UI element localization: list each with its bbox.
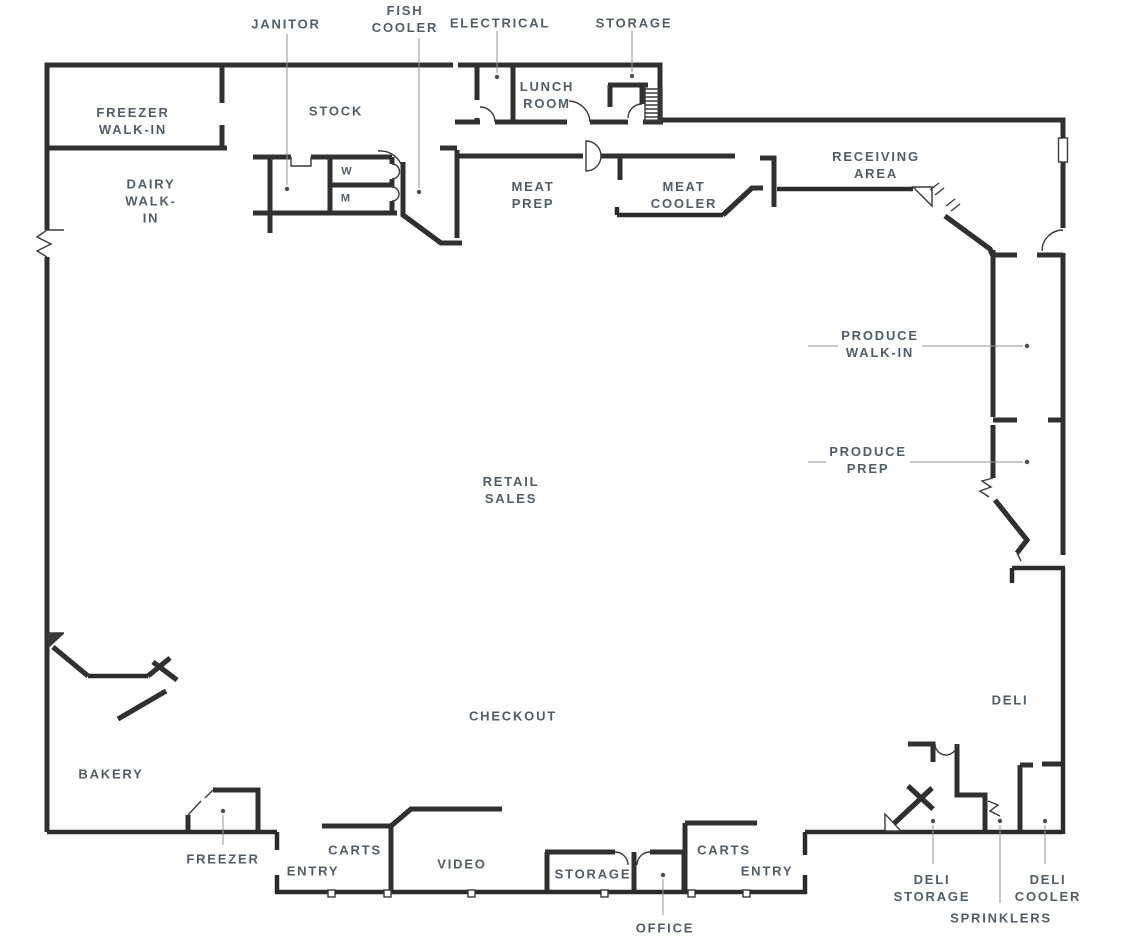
door-leaf-icon (884, 812, 903, 832)
room-label-entry-left: ENTRY (286, 863, 340, 879)
stairs-icon (644, 87, 663, 122)
wall-opening-icon (1057, 137, 1069, 163)
room-label-deli: DELI (991, 692, 1029, 708)
door-jamb-icon (987, 800, 1001, 817)
door-leaf-icon (187, 789, 214, 816)
door-swing-icon (614, 851, 629, 866)
room-label-checkout: CHECKOUT (468, 708, 558, 724)
room-label-bakery: BAKERY (78, 766, 144, 782)
room-label-carts-right: CARTS (697, 842, 751, 858)
wall-break-icon (35, 229, 64, 258)
room-label-restroom-w: W (341, 165, 353, 178)
door-swing-icon (636, 851, 651, 866)
walls-solid (47, 186, 1066, 895)
door-leaf-icon (585, 140, 602, 172)
door-swing-icon (377, 150, 402, 165)
room-label-video: VIDEO (437, 856, 487, 872)
door-and-detail-icons (35, 87, 1069, 898)
door-leaf-icon (46, 633, 65, 649)
room-label-storage-top: STORAGE (595, 15, 673, 31)
door-jamb-icon (1016, 552, 1022, 562)
room-label-restroom-m: M (340, 192, 352, 205)
door-swing-icon (1041, 229, 1064, 252)
room-label-storage-front: STORAGE (554, 866, 632, 882)
janitor-door-icon (290, 157, 312, 167)
room-label-electrical: ELECTRICAL (449, 15, 551, 31)
room-label-office: OFFICE (635, 920, 695, 936)
room-label-janitor: JANITOR (251, 16, 321, 32)
door-jamb-icon (978, 477, 994, 498)
door-swing-icon (479, 106, 496, 123)
room-label-sprinklers: SPRINKLERS (950, 910, 1052, 926)
room-label-freezer: FREEZER (186, 851, 260, 867)
door-swing-icon (391, 186, 400, 202)
room-label-entry-right: ENTRY (740, 863, 794, 879)
door-swing-icon (391, 163, 401, 180)
room-label-carts-left: CARTS (328, 842, 382, 858)
column-markers (327, 889, 751, 898)
door-swing-icon (627, 103, 643, 119)
door-leaf-icon (911, 186, 933, 208)
wall-break-icon (929, 182, 961, 212)
door-swing-icon (934, 743, 958, 756)
walls-hollow (44, 62, 1066, 892)
room-label-stock: STOCK (308, 103, 364, 119)
door-swing-icon (568, 100, 591, 123)
